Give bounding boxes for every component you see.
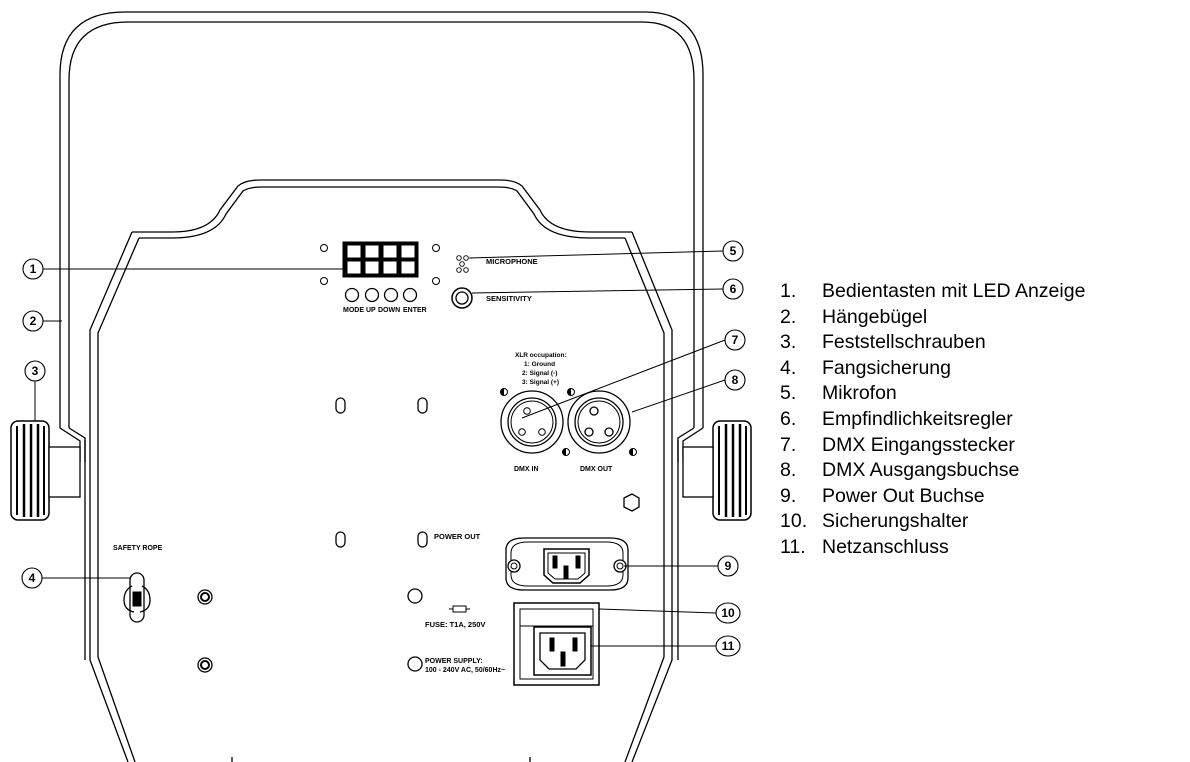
- microphone-icon: [456, 255, 469, 273]
- down-button-label: DOWN: [378, 307, 400, 314]
- power-supply-inlet[interactable]: [513, 602, 600, 686]
- xlr-title: XLR occupation:: [515, 352, 567, 359]
- led-indicator: [320, 244, 440, 285]
- dmx-out-connector[interactable]: [567, 388, 637, 456]
- callout-9: 9: [725, 559, 732, 573]
- callout-4: 4: [29, 571, 36, 585]
- legend-item: 2. Hängebügel: [780, 305, 1085, 331]
- power-out-label: POWER OUT: [434, 532, 481, 541]
- hanging-bracket: [59, 11, 704, 462]
- legend-number: 3.: [780, 331, 797, 354]
- legend-text: Bedientasten mit LED Anzeige: [822, 280, 1086, 302]
- hex-screw: [623, 493, 640, 512]
- legend-item: 3. Feststellschrauben: [780, 330, 1085, 356]
- legend-text: DMX Ausgangsbuchse: [822, 459, 1020, 482]
- callout-2: 2: [30, 314, 37, 328]
- legend-text: Mikrofon: [822, 382, 897, 405]
- callout-8: 8: [732, 373, 739, 387]
- sensitivity-label: SENSITIVITY: [486, 294, 532, 303]
- legend-text: DMX Eingangsstecker: [822, 433, 1015, 456]
- lock-knob-right: [682, 420, 752, 521]
- legend-number: 9.: [780, 484, 797, 507]
- legend-item: 6. Empfindlichkeitsregler: [780, 407, 1085, 433]
- legend-text: Power Out Buchse: [822, 484, 985, 507]
- callout-circles: [21, 240, 746, 657]
- callout-1: 1: [30, 262, 37, 276]
- callout-numbers: 1 2 3 4 5 6 7 8 9 10 11: [29, 244, 739, 653]
- legend-item: 7. DMX Eingangsstecker: [780, 433, 1085, 459]
- enter-button-label: ENTER: [403, 307, 427, 314]
- mounting-slot: [335, 397, 428, 548]
- power-out-socket[interactable]: [505, 537, 629, 591]
- xlr-pin-2: 2: Signal (-): [522, 370, 557, 377]
- callout-11: 11: [722, 639, 735, 653]
- dmx-in-connector[interactable]: [500, 388, 570, 456]
- legend-text: Hängebügel: [822, 305, 928, 328]
- legend-list: 1. Bedientasten mit LED Anzeige 2. Hängebü…: [780, 279, 1085, 561]
- callout-7: 7: [732, 333, 739, 347]
- housing: [84, 179, 679, 762]
- fuse-icon: [449, 605, 470, 613]
- up-button[interactable]: UP: [364, 287, 380, 315]
- lock-knob-left: [10, 420, 81, 521]
- dmx-in-label: DMX IN: [514, 466, 539, 473]
- legend-item: 1. Bedientasten mit LED Anzeige: [780, 279, 1085, 305]
- legend-text: Sicherungshalter: [822, 510, 969, 533]
- legend-number: 7.: [780, 433, 797, 456]
- legend-item: 10. Sicherungshalter: [780, 509, 1085, 535]
- enter-button[interactable]: ENTER: [402, 287, 427, 315]
- legend-item: 9. Power Out Buchse: [780, 484, 1085, 510]
- mode-button[interactable]: MODE: [343, 287, 364, 315]
- legend-number: 10.: [780, 510, 808, 533]
- legend-item: 11. Netzanschluss: [780, 535, 1085, 561]
- safety-rope-label: SAFETY ROPE: [113, 545, 163, 552]
- sensitivity-knob[interactable]: [451, 287, 473, 309]
- xlr-pin-1: 1: Ground: [524, 361, 555, 368]
- callout-3: 3: [32, 364, 39, 378]
- legend-text: Empfindlichkeitsregler: [822, 407, 1013, 430]
- power-supply-label-2: 100 - 240V AC, 50/60Hz~: [425, 667, 505, 674]
- legend-number: 6.: [780, 407, 797, 430]
- fuse-label: FUSE: T1A, 250V: [425, 620, 485, 629]
- xlr-pin-3: 3: Signal (+): [522, 379, 559, 386]
- screw: [197, 589, 213, 673]
- legend-number: 2.: [780, 305, 797, 328]
- ps-screw-hole: [407, 656, 423, 672]
- mode-button-label: MODE: [343, 307, 364, 314]
- legend-item: 8. DMX Ausgangsbuchse: [780, 458, 1085, 484]
- dmx-out-label: DMX OUT: [580, 466, 613, 473]
- legend-text: Fangsicherung: [822, 356, 951, 379]
- legend-number: 1.: [780, 280, 797, 302]
- hole: [407, 588, 423, 604]
- legend-item: 4. Fangsicherung: [780, 356, 1085, 382]
- power-supply-label-1: POWER SUPPLY:: [425, 658, 483, 665]
- xlr-occupation-text: XLR occupation: 1: Ground 2: Signal (-) …: [515, 352, 567, 386]
- callout-10: 10: [721, 606, 735, 620]
- leader-lines: [34, 250, 726, 647]
- microphone-label: MICROPHONE: [486, 257, 538, 266]
- down-button[interactable]: DOWN: [378, 287, 400, 315]
- legend-number: 8.: [780, 459, 797, 482]
- led-display: [342, 241, 419, 278]
- legend-number: 4.: [780, 356, 797, 379]
- safety-rope-eyelet: [123, 572, 151, 623]
- callout-6: 6: [730, 282, 737, 296]
- legend-item: 5. Mikrofon: [780, 381, 1085, 407]
- legend-number: 5.: [780, 382, 797, 405]
- up-button-label: UP: [366, 307, 376, 314]
- legend-number: 11.: [780, 535, 806, 558]
- legend-text: Netzanschluss: [822, 535, 949, 558]
- callout-5: 5: [730, 244, 737, 258]
- legend-text: Feststellschrauben: [822, 331, 986, 354]
